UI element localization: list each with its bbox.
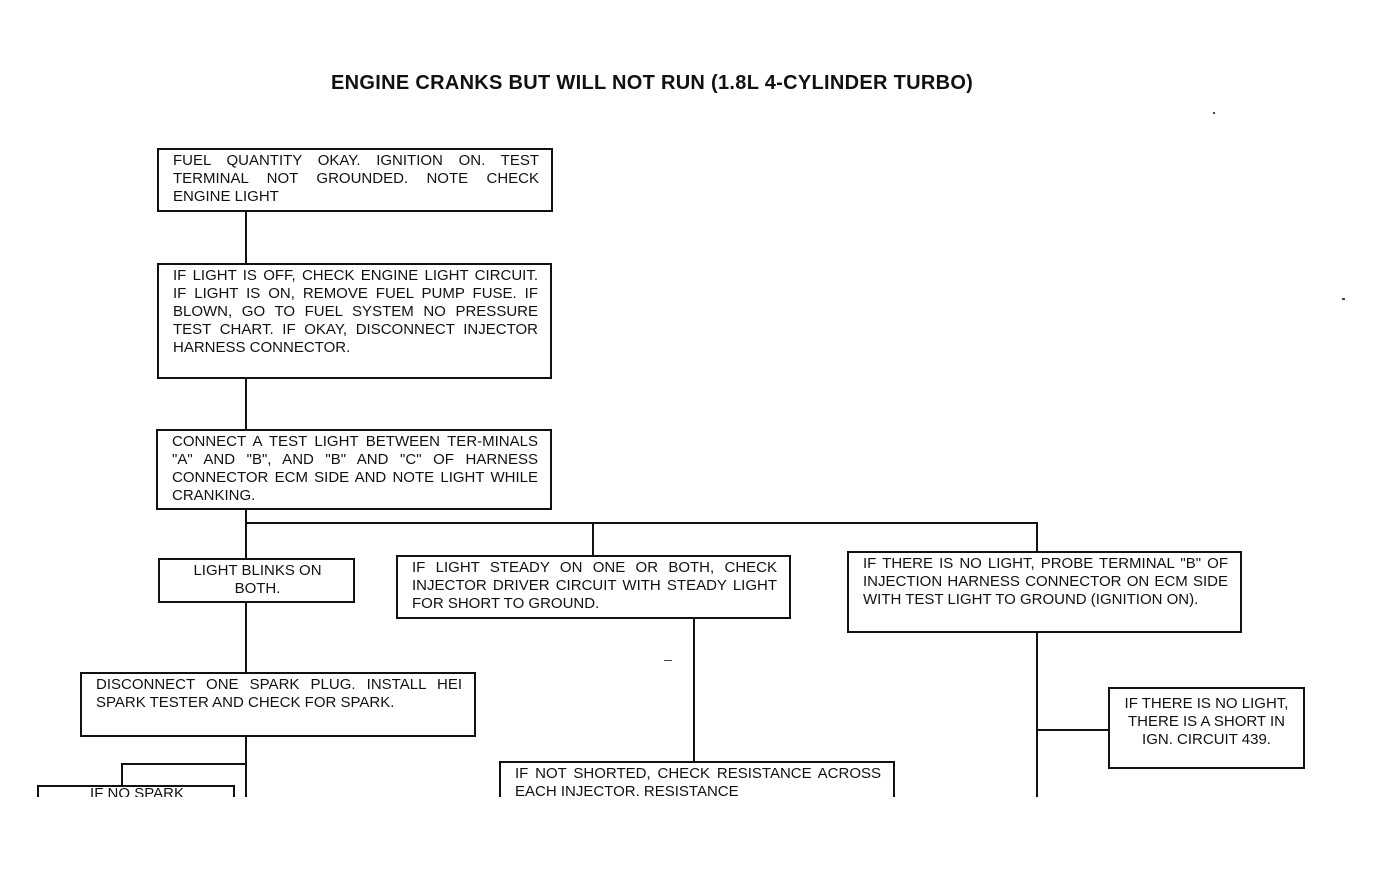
chart-title-text: ENGINE CRANKS BUT WILL NOT RUN (1.8L 4-C… [331,72,974,94]
step-text: LIGHT BLINKS ON BOTH. [193,562,322,597]
connector-b1-b2 [245,210,247,265]
connector-b7-left-horizontal [121,763,247,765]
step-box-light-blinks: LIGHT BLINKS ON BOTH. [158,558,355,603]
scan-mark [1342,298,1345,300]
step-box-light-steady: IF LIGHT STEADY ON ONE OR BOTH, CHECK IN… [396,555,791,619]
connector-b7-down [245,735,247,797]
step-text: IF NO SPARK [90,785,184,797]
scan-mark [664,660,672,661]
step-box-no-spark: IF NO SPARK [37,785,235,797]
connector-branch-b5 [592,522,594,556]
step-box-fuel-quantity: FUEL QUANTITY OKAY. IGNITION ON. TEST TE… [157,148,553,212]
step-box-check-engine-light: IF LIGHT IS OFF, CHECK ENGINE LIGHT CIRC… [157,263,552,379]
connector-branch-horizontal [245,522,1038,524]
step-text: IF THERE IS NO LIGHT, THERE IS A SHORT I… [1124,695,1289,748]
step-text: IF LIGHT STEADY ON ONE OR BOTH, CHECK IN… [412,559,777,612]
step-text: DISCONNECT ONE SPARK PLUG. INSTALL HEI S… [96,676,462,711]
connector-b6-b8 [1036,729,1110,731]
step-box-short-circuit-439: IF THERE IS NO LIGHT, THERE IS A SHORT I… [1108,687,1305,769]
step-text: IF NOT SHORTED, CHECK RESISTANCE ACROSS … [515,765,881,797]
step-box-no-light-probe: IF THERE IS NO LIGHT, PROBE TERMINAL "B"… [847,551,1242,633]
step-text: FUEL QUANTITY OKAY. IGNITION ON. TEST TE… [173,152,539,205]
step-text: CONNECT A TEST LIGHT BETWEEN TER-MINALS … [172,433,538,504]
scan-mark [1213,112,1215,114]
connector-branch-b6 [1036,522,1038,552]
connector-b2-b3 [245,377,247,431]
step-text: IF THERE IS NO LIGHT, PROBE TERMINAL "B"… [863,555,1228,608]
connector-b5-b9 [693,618,695,767]
step-box-disconnect-spark-plug: DISCONNECT ONE SPARK PLUG. INSTALL HEI S… [80,672,476,737]
connector-b6-down [1036,631,1038,797]
connector-b4-b7 [245,601,247,673]
step-box-connect-test-light: CONNECT A TEST LIGHT BETWEEN TER-MINALS … [156,429,552,510]
step-box-check-resistance: IF NOT SHORTED, CHECK RESISTANCE ACROSS … [499,761,895,797]
connector-b3-down [245,508,247,560]
step-text: IF LIGHT IS OFF, CHECK ENGINE LIGHT CIRC… [173,267,538,356]
connector-b7-left-down [121,763,123,787]
